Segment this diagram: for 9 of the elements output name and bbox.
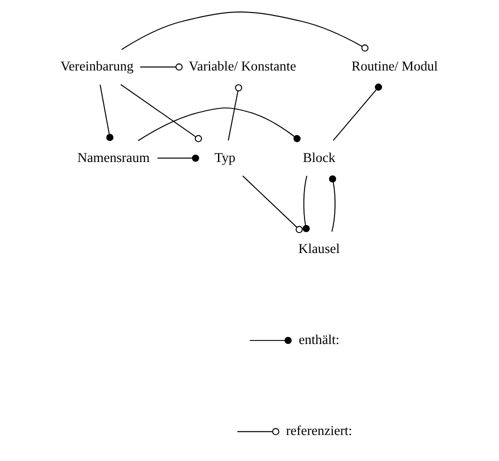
node-text: Klausel — [298, 240, 340, 256]
legend-label: enthält: — [298, 332, 340, 348]
node-text: Routine/ Modul — [352, 58, 438, 74]
node-text: Namensraum — [77, 150, 150, 165]
node-text: Typ — [214, 150, 236, 165]
node-text: Block — [302, 150, 336, 165]
node-text: Vereinbarung — [60, 58, 134, 74]
legend-label: referenziert: — [286, 423, 352, 438]
node-text: Variable/ Konstante — [188, 58, 296, 74]
